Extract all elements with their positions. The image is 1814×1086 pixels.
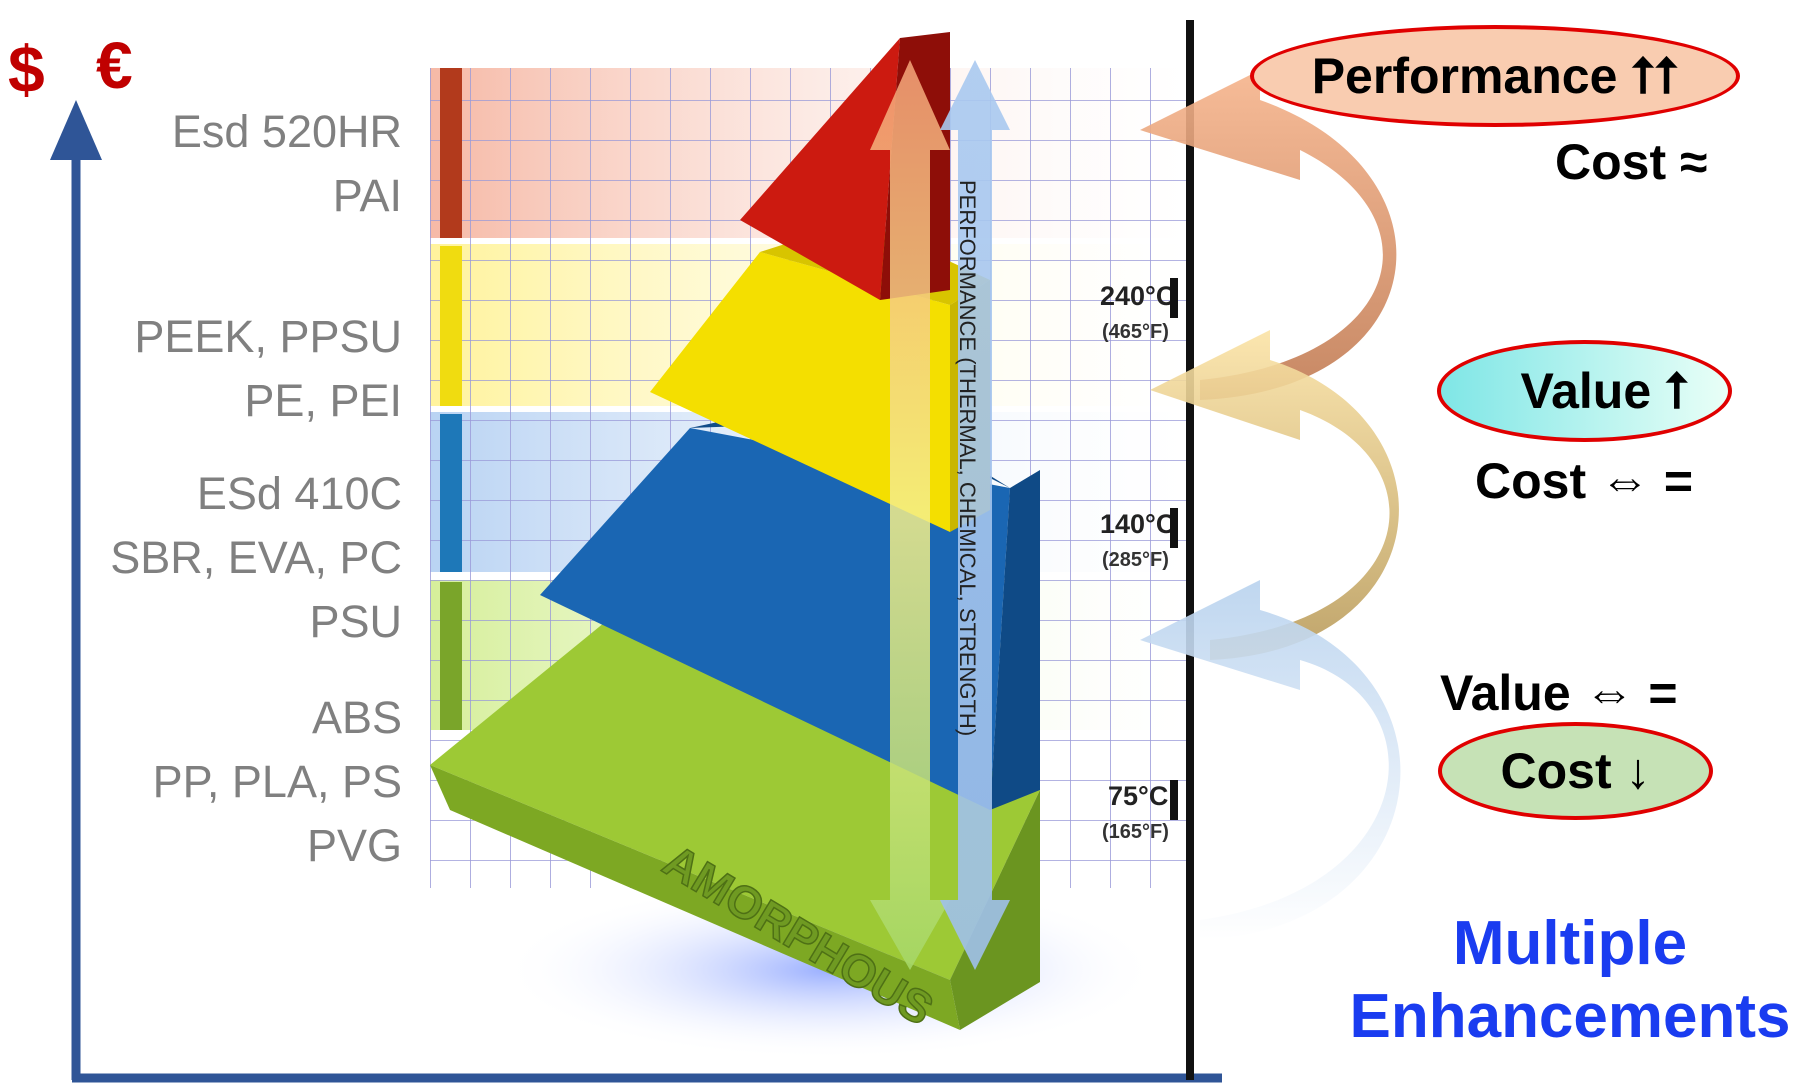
temp-tick [1170, 780, 1178, 820]
value-equal-label: Value ⇔ = [1440, 665, 1678, 721]
temp-75c: 75°C [1108, 781, 1168, 811]
material-label: SBR, EVA, PC [110, 532, 402, 583]
cost-down-bubble: Cost ↓ [1438, 722, 1713, 820]
cost-down-bubble-text: Cost ↓ [1500, 743, 1651, 799]
tier-yellow-front [650, 252, 950, 532]
cost-equal-label: Cost ⇔ = [1475, 453, 1694, 509]
curved-arrow-bottom [1140, 580, 1401, 940]
material-label: PE, PEI [244, 375, 402, 426]
temp-285f: (285°F) [1102, 549, 1169, 571]
material-label: PSU [309, 596, 402, 647]
euro-symbol: € [96, 28, 133, 102]
bar-blue [440, 414, 462, 572]
temp-465f: (465°F) [1102, 321, 1169, 343]
bar-green [440, 582, 462, 730]
tier-red-front [740, 38, 900, 300]
material-label: ABS [311, 692, 402, 743]
material-label: PEEK, PPSU [134, 311, 402, 362]
title-line-1: Multiple [1452, 909, 1688, 978]
material-tier-2: PEEK, PPSU PE, PEI [32, 305, 402, 433]
enhancement-arrows [1140, 70, 1401, 940]
temp-165f: (165°F) [1102, 821, 1169, 843]
temp-tick [1170, 508, 1178, 548]
curved-arrow-top [1140, 70, 1397, 400]
performance-bubble-text: Performance ⭡⭡ [1311, 47, 1679, 104]
pyramid-graphic: AMORPHOUS PERFORMANCE (THERMAL, CHEMICAL… [430, 20, 1194, 1080]
material-label: PAI [332, 170, 402, 221]
performance-bubble: Performance ⭡⭡ [1250, 25, 1740, 127]
value-bubble: Value ⭡ [1437, 340, 1732, 442]
bar-red [440, 68, 462, 238]
tier-green-top [430, 618, 1040, 980]
material-label: ESd 410C [196, 468, 402, 519]
material-tier-3: ESd 410C SBR, EVA, PC PSU [32, 462, 402, 654]
value-bubble-text: Value ⭡ [1520, 362, 1689, 419]
divider-line [1186, 20, 1194, 1080]
performance-axis-arrow [940, 60, 1010, 970]
bar-yellow [440, 246, 462, 406]
y-axis-arrowhead [50, 100, 102, 160]
cost-approx-label: Cost ≈ [1555, 134, 1708, 190]
dollar-symbol: $ [8, 32, 45, 106]
material-label: PVG [306, 820, 402, 871]
tier-blue-side [990, 470, 1040, 810]
material-label: Esd 520HR [171, 106, 402, 157]
material-tier-1: Esd 520HR PAI [32, 100, 402, 228]
tier-green-front [430, 765, 960, 1030]
title-line-2: Enhancements [1349, 982, 1791, 1051]
performance-up-arrow [870, 60, 950, 970]
temp-tick [1170, 278, 1178, 318]
material-label: PP, PLA, PS [152, 756, 402, 807]
curved-arrow-middle [1150, 330, 1399, 660]
temp-240c: 240°C [1100, 281, 1175, 311]
multiple-enhancements-title: Multiple Enhancements [1310, 908, 1814, 1052]
temp-140c: 140°C [1100, 509, 1175, 539]
material-tier-4: ABS PP, PLA, PS PVG [32, 686, 402, 878]
performance-axis-label: PERFORMANCE (THERMAL, CHEMICAL, STRENGTH… [955, 180, 980, 736]
